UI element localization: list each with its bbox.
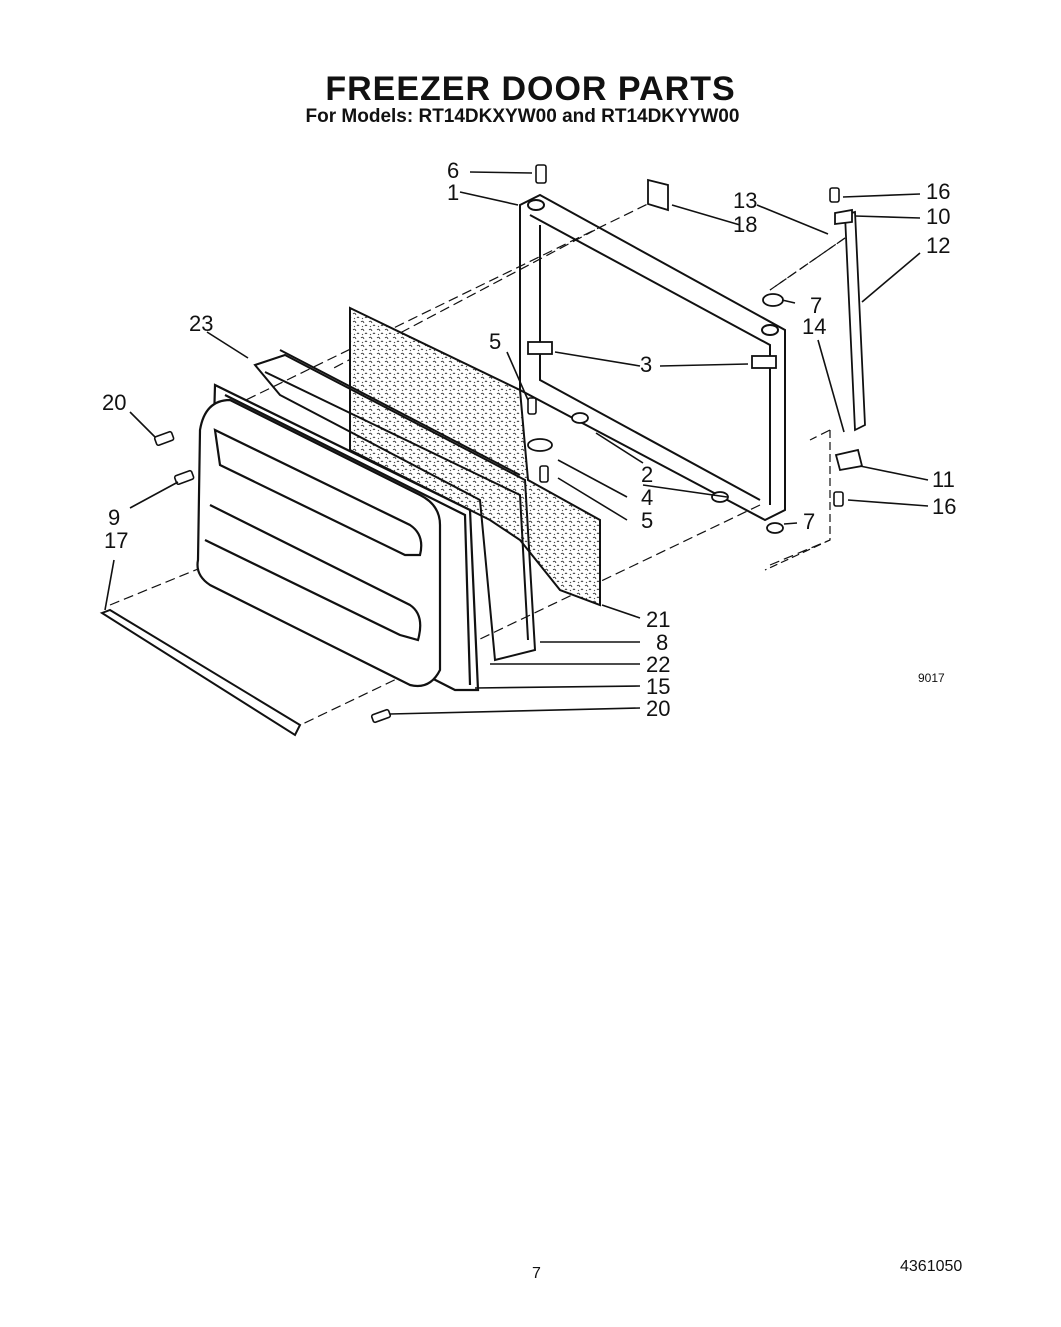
callout-5-bottom: 5 <box>641 508 653 533</box>
callout-17: 17 <box>104 528 128 553</box>
hinge-plane-outline <box>764 237 846 571</box>
callout-8: 8 <box>656 630 668 655</box>
page-title: FREEZER DOOR PARTS <box>325 70 736 108</box>
callout-10: 10 <box>926 204 950 229</box>
door-liner-part <box>196 398 442 688</box>
callout-11: 11 <box>932 467 955 492</box>
callout-4: 4 <box>641 485 653 510</box>
hinge-brackets <box>527 293 784 534</box>
breaker-strips <box>253 349 537 662</box>
leader-lines <box>104 171 929 715</box>
callout-21: 21 <box>646 607 670 632</box>
callout-1: 1 <box>447 180 459 205</box>
hinge-bar-part <box>834 208 866 472</box>
callout-13: 13 <box>733 188 757 213</box>
callout-3: 3 <box>640 352 652 377</box>
model-subtitle: For Models: RT14DKXYW00 and RT14DKYYW00 <box>305 106 740 127</box>
label-plate-part <box>647 178 669 212</box>
callout-9: 9 <box>108 505 120 530</box>
callout-16-bottom: 16 <box>932 494 956 519</box>
callout-18: 18 <box>733 212 757 237</box>
screws <box>153 164 844 724</box>
callout-14: 14 <box>802 314 826 339</box>
callout-16-top: 16 <box>926 179 950 204</box>
callout-20-left: 20 <box>102 390 126 415</box>
callout-7-bottom: 7 <box>803 509 815 534</box>
callout-15: 15 <box>646 674 670 699</box>
callout-23: 23 <box>189 311 213 336</box>
callout-12: 12 <box>926 233 950 258</box>
callout-5-top: 5 <box>489 329 501 354</box>
document-code: 4361050 <box>900 1258 963 1275</box>
callout-6: 6 <box>447 158 459 183</box>
callout-2: 2 <box>641 462 653 487</box>
shelf-bar-part <box>99 608 302 737</box>
page-number: 7 <box>532 1265 541 1282</box>
illustration-code: 9017 <box>918 671 945 685</box>
callout-22: 22 <box>646 652 670 677</box>
callout-20-bottom: 20 <box>646 696 670 721</box>
callout-labels: 6 1 13 18 16 10 12 7 14 23 5 3 20 2 11 4… <box>102 158 956 721</box>
callout-7-top: 7 <box>810 293 822 318</box>
